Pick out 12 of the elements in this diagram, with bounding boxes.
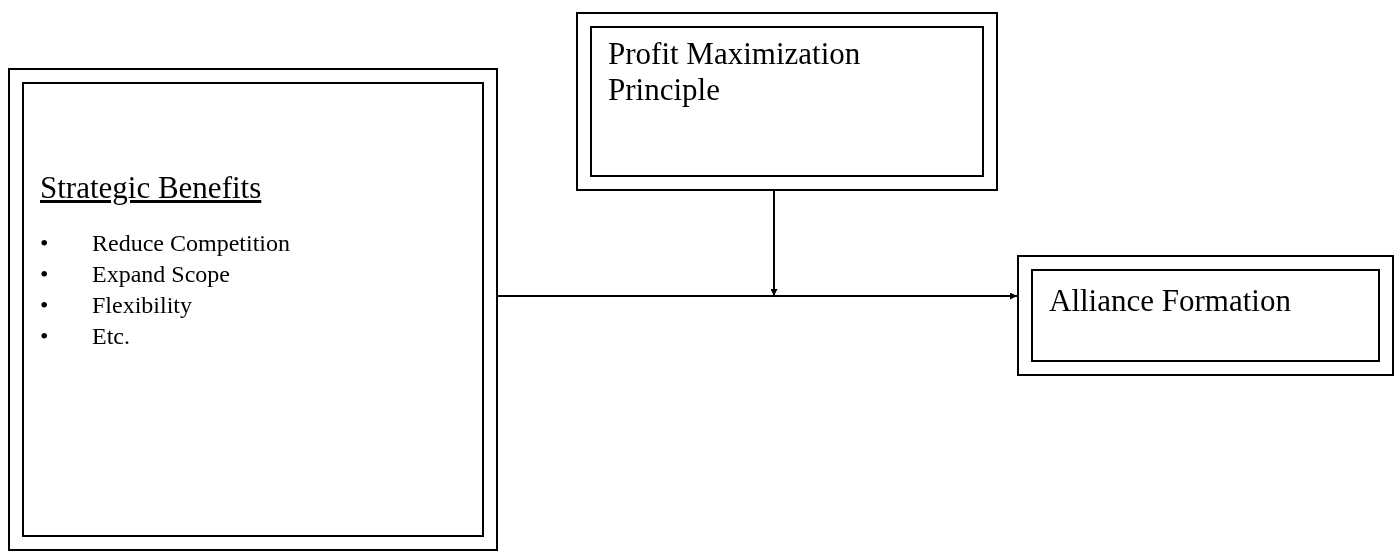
arrow bbox=[497, 292, 1018, 300]
arrow bbox=[770, 190, 778, 297]
box-label: Alliance Formation bbox=[1049, 283, 1291, 319]
bullet-item: • Expand Scope bbox=[40, 259, 231, 289]
heading: Strategic Benefits bbox=[40, 170, 262, 206]
bullet-item: • Flexibility bbox=[40, 291, 193, 320]
box-label: Profit Maximization Principle bbox=[608, 36, 862, 108]
bullet-item: • Etc. bbox=[40, 322, 131, 352]
concept-box bbox=[576, 12, 998, 191]
bullet-item: • Reduce Competition bbox=[40, 228, 291, 258]
concept-box bbox=[1017, 255, 1394, 376]
list-box bbox=[8, 68, 498, 551]
